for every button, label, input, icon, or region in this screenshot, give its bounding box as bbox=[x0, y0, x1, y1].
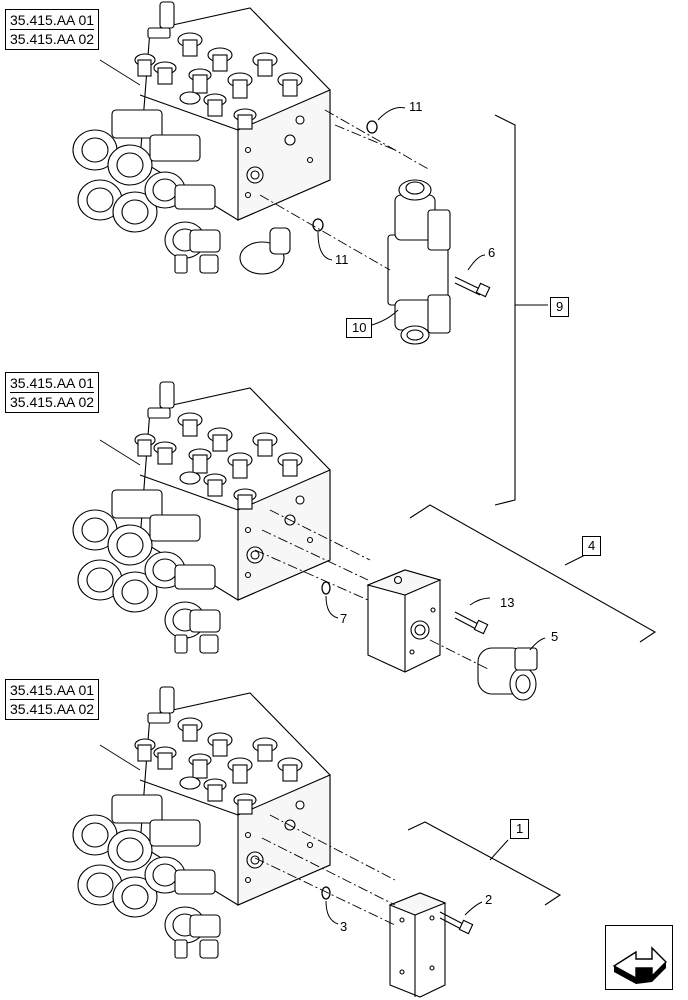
next-page-arrow-icon bbox=[612, 946, 667, 984]
callout-13: 13 bbox=[500, 595, 515, 610]
callout-3: 3 bbox=[340, 919, 348, 934]
seal-ring-11b bbox=[312, 218, 324, 232]
reference-box-bottom[interactable]: 35.415.AA 01 35.415.AA 02 bbox=[5, 679, 100, 720]
callout-6: 6 bbox=[488, 245, 496, 260]
cover-plate-part bbox=[388, 892, 447, 998]
reference-box-top[interactable]: 35.415.AA 01 35.415.AA 02 bbox=[5, 9, 100, 50]
callout-7: 7 bbox=[340, 611, 348, 626]
ref-code: 35.415.AA 02 bbox=[10, 29, 95, 47]
seal-ring-7 bbox=[321, 581, 331, 595]
callout-9: 9 bbox=[550, 297, 570, 317]
callout-11-upper: 11 bbox=[409, 99, 423, 114]
callout-2: 2 bbox=[485, 892, 493, 907]
callout-10: 10 bbox=[346, 318, 373, 338]
callout-11-lower: 11 bbox=[335, 252, 349, 267]
seal-ring-11a bbox=[366, 120, 378, 134]
ref-code: 35.415.AA 01 bbox=[10, 12, 95, 28]
valve-block-middle bbox=[72, 381, 331, 654]
next-page-button[interactable] bbox=[605, 925, 673, 990]
callout-4: 4 bbox=[582, 536, 602, 556]
ref-code: 35.415.AA 02 bbox=[10, 392, 95, 410]
bolt-2 bbox=[439, 911, 474, 935]
ref-code: 35.415.AA 01 bbox=[10, 375, 95, 391]
valve-block-bottom bbox=[72, 686, 331, 959]
solenoid-coil-part bbox=[477, 647, 538, 701]
solenoid-valve-part bbox=[387, 179, 451, 345]
bolt-13 bbox=[454, 611, 489, 635]
callout-5: 5 bbox=[551, 629, 559, 644]
adapter-block-part bbox=[366, 569, 442, 673]
seal-ring-3 bbox=[321, 886, 331, 900]
reference-box-middle[interactable]: 35.415.AA 01 35.415.AA 02 bbox=[5, 372, 100, 413]
callout-1: 1 bbox=[510, 819, 530, 839]
valve-block-top bbox=[72, 1, 331, 274]
bolt-6 bbox=[454, 276, 491, 298]
ref-code: 35.415.AA 01 bbox=[10, 682, 95, 698]
ref-code: 35.415.AA 02 bbox=[10, 699, 95, 717]
